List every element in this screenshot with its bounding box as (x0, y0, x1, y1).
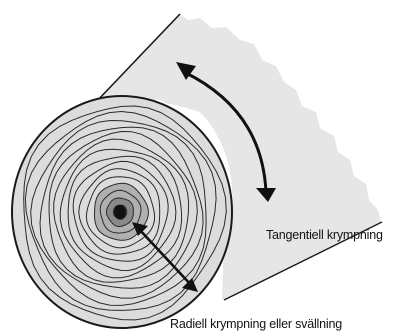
pith (114, 205, 126, 219)
tangential-shrinkage-label: Tangentiell krympning (266, 228, 383, 242)
radial-shrinkage-label: Radiell krympning eller svällning (170, 317, 342, 331)
